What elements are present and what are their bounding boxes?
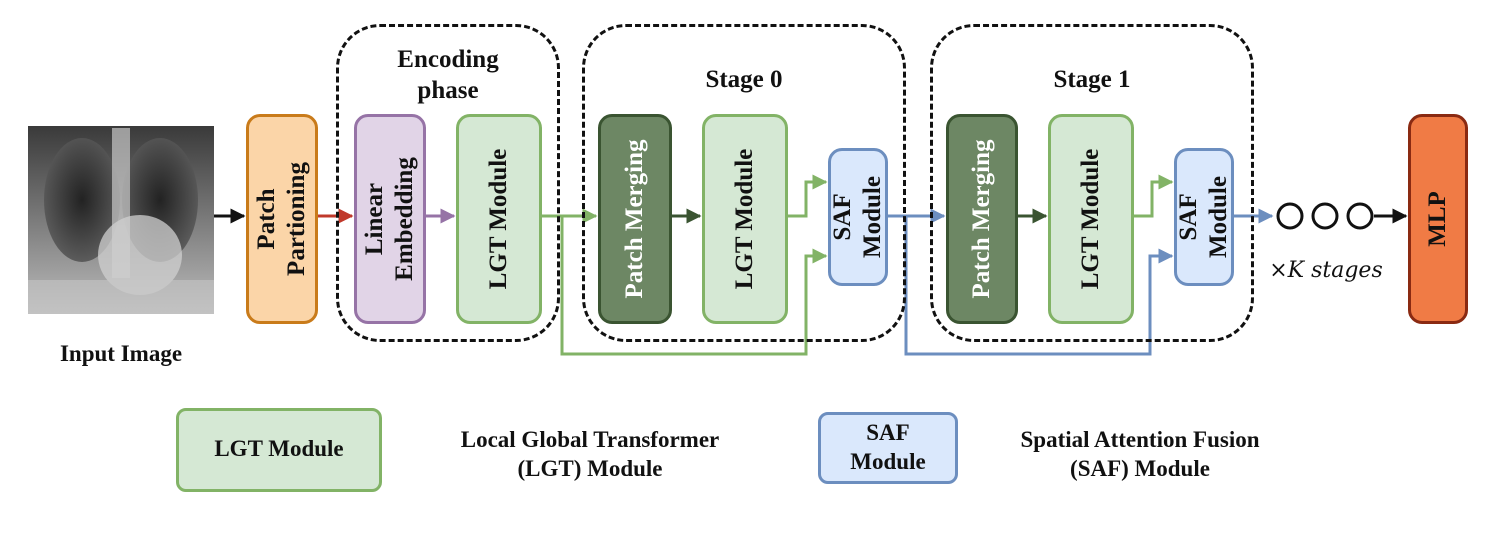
lgt-module-stage0: LGT Module [702,114,788,324]
arrow-lgt0-to-saf0 [788,174,828,218]
legend-saf-box: SAF Module [818,412,958,484]
arrow-lgt1-to-saf1 [1134,174,1174,218]
stage0-container [582,24,906,342]
lgt-module-encoding: LGT Module [456,114,542,324]
stage1-title: Stage 1 [1053,66,1131,93]
patch-merging-stage0: Patch Merging [598,114,672,324]
legend-lgt-description: Local Global Transformer (LGT) Module [460,427,720,481]
patch-merging-stage0-label: Patch Merging [621,139,648,299]
input-image-label: Input Image [59,341,183,366]
input-xray-image [28,126,214,314]
patch-partitioning-label: Patch Partioning [253,162,310,276]
lgt-module-stage0-label: LGT Module [731,148,758,290]
linear-embedding-block: Linear Embedding [354,114,426,324]
patch-merging-stage1: Patch Merging [946,114,1018,324]
linear-embedding-label: Linear Embedding [361,157,418,281]
stage1-container [930,24,1254,342]
lgt-module-stage1: LGT Module [1048,114,1134,324]
saf-module-stage1: SAF Module [1174,148,1234,286]
arrow-skip-to-saf1 [904,216,1174,356]
arrow-skip-to-saf0 [560,216,828,356]
mlp-block: MLP [1408,114,1468,324]
encoding-phase-container [336,24,560,342]
saf-module-stage0: SAF Module [828,148,888,286]
stage0-title: Stage 0 [705,66,783,93]
saf-module-stage0-label: SAF Module [829,176,886,258]
legend-lgt-box-label: LGT Module [214,436,344,461]
lgt-module-stage1-label: LGT Module [1077,148,1104,290]
legend-saf-box-label: SAF Module [850,420,926,474]
lgt-module-encoding-label: LGT Module [485,148,512,290]
legend-lgt-box: LGT Module [176,408,382,492]
patch-merging-stage1-label: Patch Merging [968,139,995,299]
saf-module-stage1-label: SAF Module [1175,176,1232,258]
repeat-stages-label: ×K stages [1269,258,1383,283]
encoding-phase-title: Encoding phase [397,46,499,105]
legend-saf-description: Spatial Attention Fusion (SAF) Module [1020,427,1260,481]
mlp-label: MLP [1424,191,1451,247]
repeat-ellipsis-icon [1276,202,1374,230]
patch-partitioning-block: Patch Partioning [246,114,318,324]
